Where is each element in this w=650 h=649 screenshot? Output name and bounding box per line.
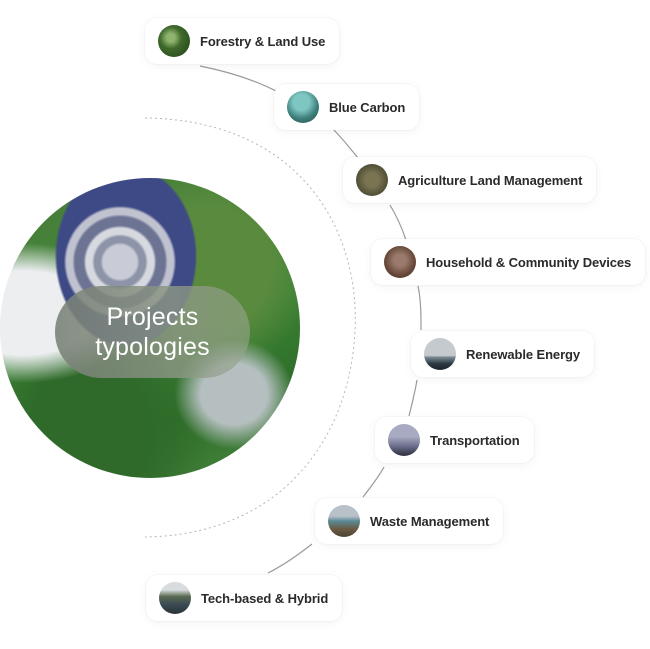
earth-satellite-image: Projects typologies xyxy=(0,178,300,478)
waste-photo-icon xyxy=(328,505,360,537)
center-title-pill: Projects typologies xyxy=(55,286,250,378)
typology-card-agriculture[interactable]: Agriculture Land Management xyxy=(343,157,597,203)
typology-label: Tech-based & Hybrid xyxy=(201,590,329,606)
bicycle-photo-icon xyxy=(388,424,420,456)
connector-line xyxy=(389,204,407,241)
typology-label: Household & Community Devices xyxy=(426,254,632,270)
center-title-line-1: Projects xyxy=(106,303,199,331)
typology-card-tech-hybrid[interactable]: Tech-based & Hybrid xyxy=(146,575,343,621)
connector-line xyxy=(199,65,279,93)
typology-label: Blue Carbon xyxy=(329,99,406,115)
typology-card-waste[interactable]: Waste Management xyxy=(315,498,504,544)
center-title-line-2: typologies xyxy=(95,333,210,361)
forest-tech-photo-icon xyxy=(159,582,191,614)
farmland-photo-icon xyxy=(356,164,388,196)
connector-line xyxy=(362,466,385,498)
connector-line xyxy=(417,285,422,331)
typology-label: Forestry & Land Use xyxy=(200,33,326,49)
mangrove-photo-icon xyxy=(287,91,319,123)
typology-card-forestry[interactable]: Forestry & Land Use xyxy=(145,18,340,64)
connector-line xyxy=(408,379,418,417)
typology-card-renewable[interactable]: Renewable Energy xyxy=(411,331,594,377)
forest-photo-icon xyxy=(158,25,190,57)
typology-label: Renewable Energy xyxy=(466,346,580,362)
typology-label: Agriculture Land Management xyxy=(398,172,583,188)
typology-card-household[interactable]: Household & Community Devices xyxy=(371,239,646,285)
typology-card-blue-carbon[interactable]: Blue Carbon xyxy=(274,84,420,130)
typology-label: Transportation xyxy=(430,432,520,448)
wind-farm-photo-icon xyxy=(424,338,456,370)
typology-card-transportation[interactable]: Transportation xyxy=(375,417,534,463)
connector-line xyxy=(267,543,313,574)
typology-label: Waste Management xyxy=(370,513,490,529)
cookstove-photo-icon xyxy=(384,246,416,278)
connector-line xyxy=(331,127,359,159)
